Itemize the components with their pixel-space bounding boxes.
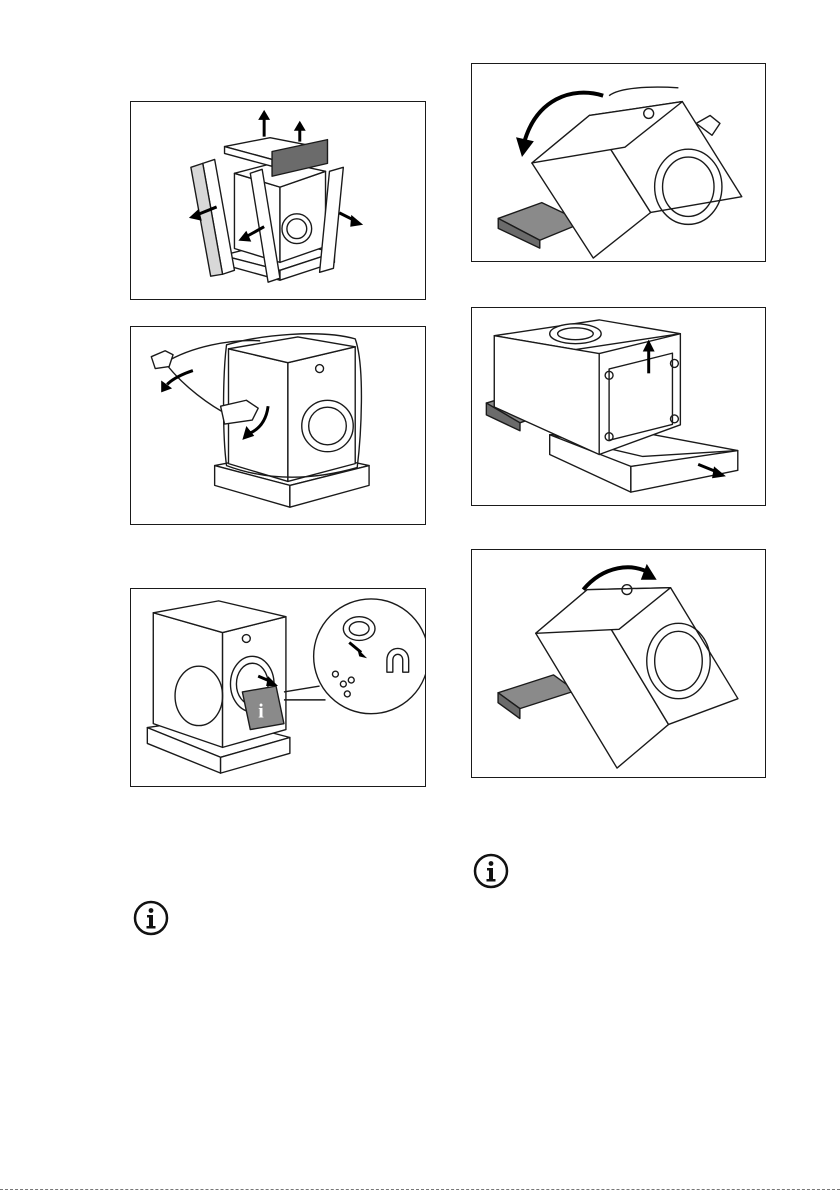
figure-return-appliance-upright <box>471 549 766 778</box>
svg-text:i: i <box>258 701 264 723</box>
info-icon <box>133 900 169 936</box>
page-bottom-rule <box>0 1189 840 1190</box>
figure-take-out-accessories: i <box>130 588 426 787</box>
figure-remove-polystyrene-base <box>471 307 766 506</box>
figure-tilt-appliance-back <box>471 63 766 262</box>
figure-remove-plastic-bag <box>130 326 426 525</box>
figure-remove-top-packaging <box>130 101 426 300</box>
info-icon <box>473 853 509 889</box>
